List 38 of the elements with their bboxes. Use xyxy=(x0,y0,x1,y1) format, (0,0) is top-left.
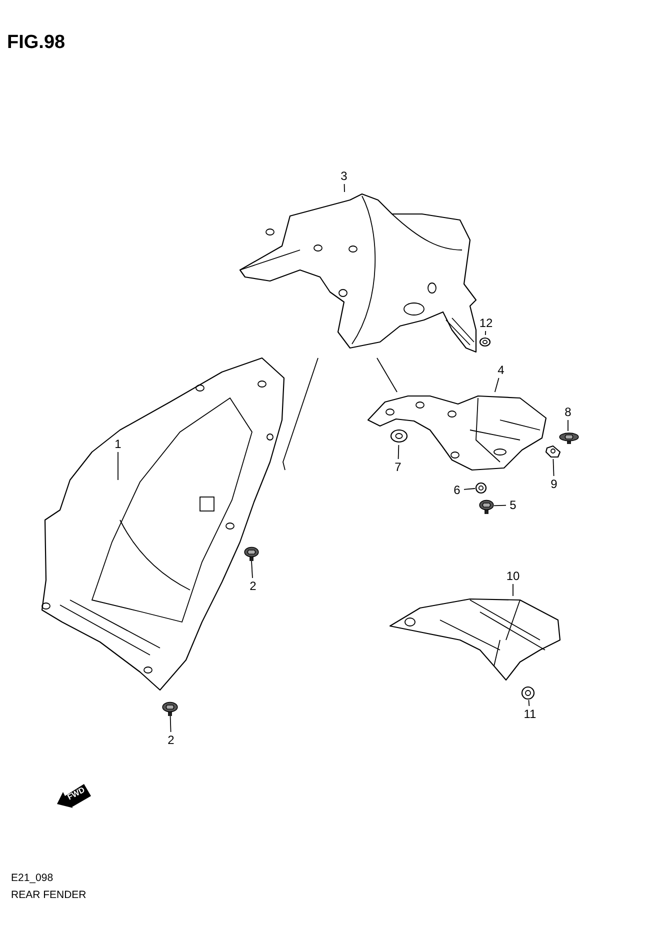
clip-drawing xyxy=(545,444,561,459)
nut-drawing xyxy=(475,481,488,494)
leader-line xyxy=(512,584,514,596)
assembly-line xyxy=(282,358,318,470)
callout-number: 9 xyxy=(547,476,561,492)
bolt-drawing xyxy=(479,498,494,514)
leader-line xyxy=(552,458,554,476)
nut-drawing xyxy=(521,686,535,700)
leader-line xyxy=(528,700,530,706)
bolt-drawing xyxy=(162,700,178,716)
leader-line xyxy=(464,488,476,490)
leader-line xyxy=(251,560,253,578)
leader-line xyxy=(484,330,486,336)
bolt-drawing xyxy=(244,545,259,561)
figure-caption: REAR FENDER xyxy=(11,889,86,902)
figure-code: E21_098 xyxy=(11,872,54,885)
callout-number: 10 xyxy=(503,568,523,584)
callout-number: 4 xyxy=(494,362,508,378)
callout-number: 3 xyxy=(337,168,351,184)
leader-line xyxy=(494,378,500,392)
callout-number: 11 xyxy=(520,706,540,722)
callout-number: 2 xyxy=(164,732,178,748)
callout-number: 7 xyxy=(391,459,405,475)
washer-drawing xyxy=(479,335,492,348)
leader-line xyxy=(398,444,400,460)
callout-number: 2 xyxy=(246,578,260,594)
callout-number: 8 xyxy=(561,404,575,420)
leader-line xyxy=(170,716,172,732)
grommet-drawing xyxy=(389,428,409,445)
callout-number: 12 xyxy=(477,315,495,331)
callout-number: 5 xyxy=(506,497,520,513)
leader-line xyxy=(494,504,506,506)
assembly-line xyxy=(376,358,398,392)
callout-number: 1 xyxy=(111,436,125,452)
bolt-drawing xyxy=(559,431,579,444)
leader-line xyxy=(344,184,345,192)
callout-number: 6 xyxy=(450,482,464,498)
figure-title: FIG.98 xyxy=(7,32,66,54)
